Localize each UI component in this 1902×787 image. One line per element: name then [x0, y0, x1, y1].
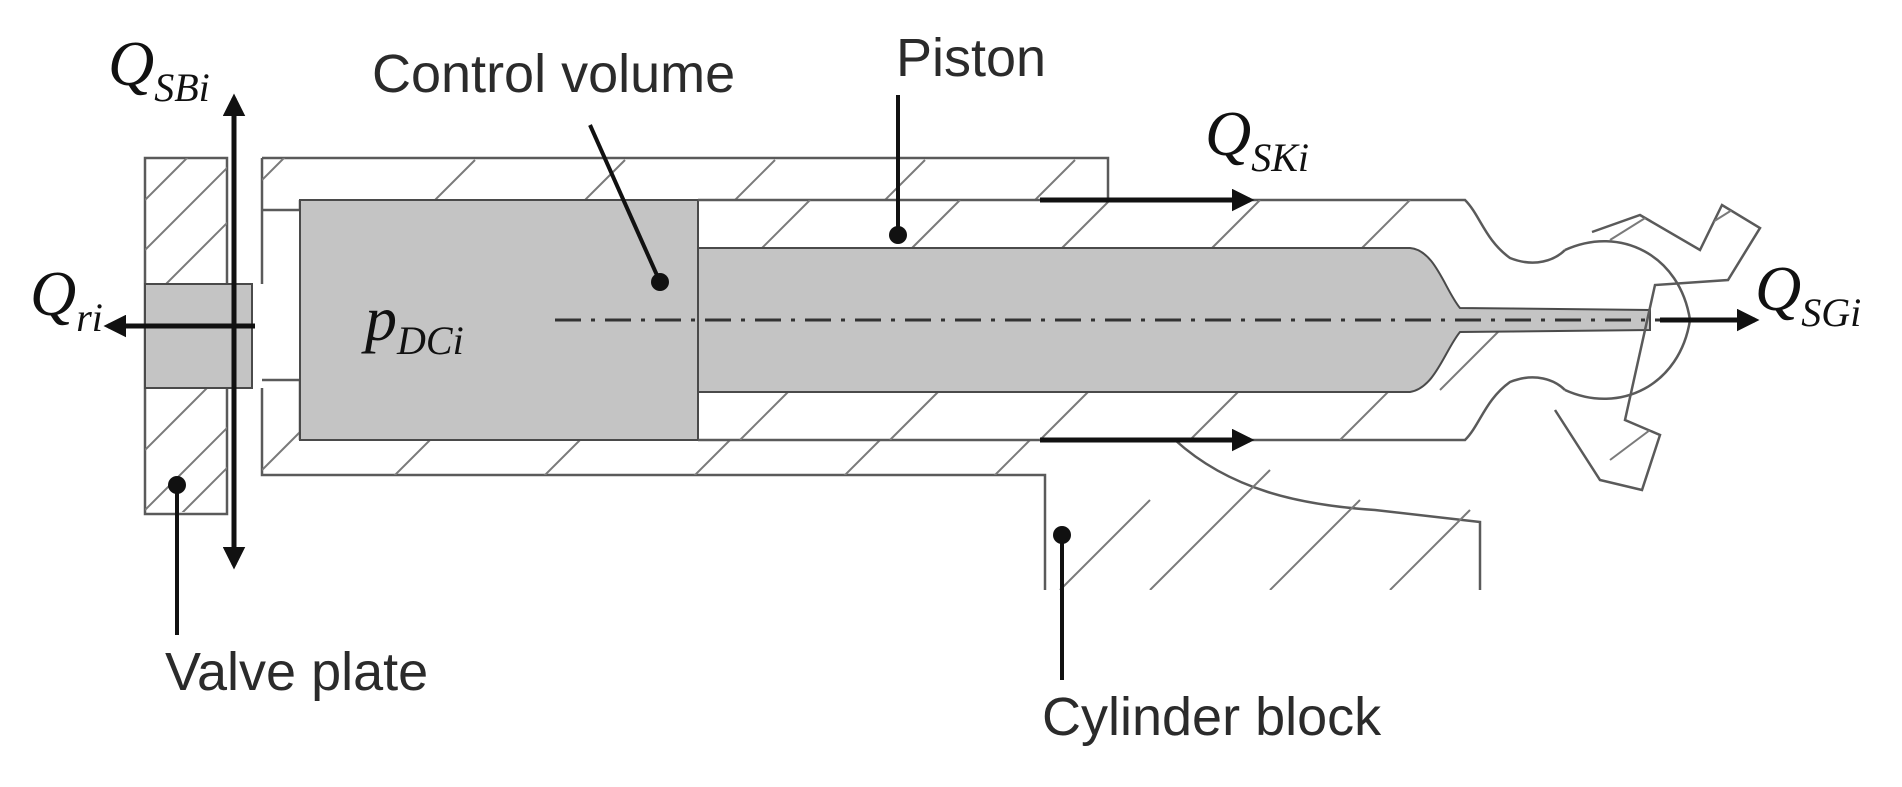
cylinder-block-hatch: [262, 158, 1471, 590]
cylinder-block-dot: [1053, 526, 1071, 544]
q-ri-symbol: Qri: [30, 258, 103, 340]
q-ri-sub: ri: [76, 295, 103, 340]
control-volume-region: [299, 199, 699, 441]
valve-plate-hatch-bottom: [145, 388, 227, 512]
slipper-ball-joint: [1553, 203, 1762, 492]
piston-hatch: [739, 200, 1511, 441]
valve-plate-label: Valve plate: [165, 642, 428, 702]
cylinder-block-label: Cylinder block: [1042, 687, 1382, 747]
q-sbi-sub: SBi: [154, 65, 210, 110]
p-dci-symbol: pDCi: [361, 283, 464, 363]
q-sgi-main: Q: [1755, 253, 1801, 324]
q-ski-sub: SKi: [1251, 135, 1309, 180]
piston-label: Piston: [896, 28, 1046, 88]
valve-plate-dot: [168, 476, 186, 494]
q-sbi-symbol: QSBi: [108, 28, 210, 110]
q-ri-main: Q: [30, 258, 76, 329]
q-sgi-symbol: QSGi: [1755, 253, 1861, 335]
q-sbi-main: Q: [108, 28, 154, 99]
p-dci-sub: DCi: [396, 318, 464, 363]
q-ski-symbol: QSKi: [1205, 98, 1309, 180]
piston-dot: [889, 226, 907, 244]
leaders: [168, 95, 1071, 680]
q-sgi-sub: SGi: [1801, 290, 1861, 335]
q-ski-main: Q: [1205, 98, 1251, 169]
valve-plate-hatch-top: [145, 158, 227, 284]
control-volume-label: Control volume: [372, 44, 735, 104]
p-dci-main: p: [361, 283, 397, 354]
control-volume-dot: [651, 273, 669, 291]
